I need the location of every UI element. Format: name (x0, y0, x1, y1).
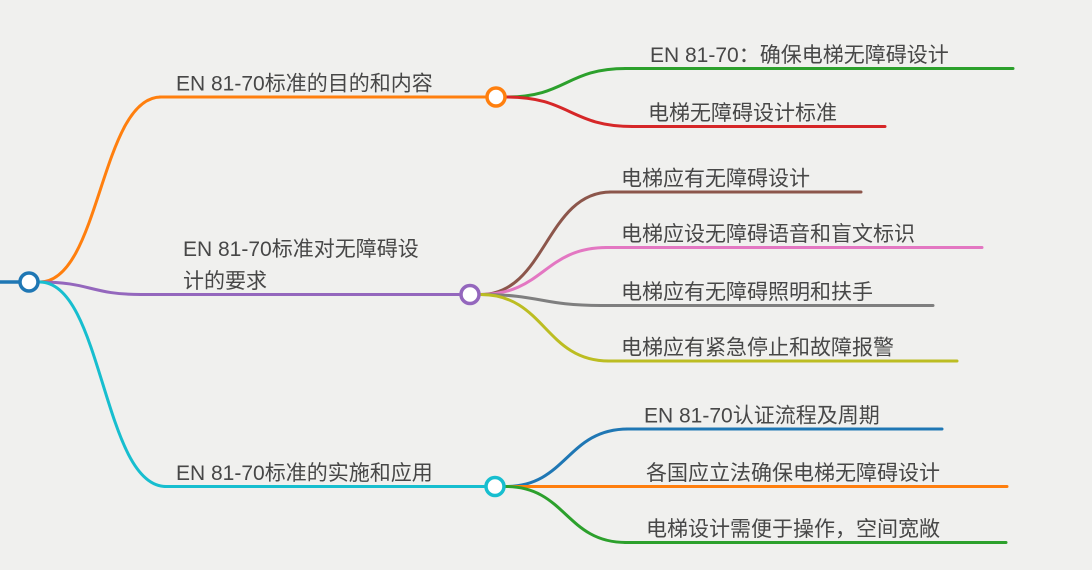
branch-purpose-label: EN 81-70标准的目的和内容 (176, 73, 433, 96)
leaf-ensure-accessible-design-label: EN 81-70：确保电梯无障碍设计 (650, 44, 949, 67)
leaf-voice-braille-signage-label: 电梯应设无障碍语音和盲文标识 (621, 223, 915, 246)
leaf-easy-operation-space-link (504, 485, 628, 544)
leaf-certification-process-link (504, 427, 630, 488)
leaf-lighting-handrail-link (479, 293, 603, 307)
branch-requirements-link (38, 280, 143, 296)
leaf-national-legislation-label: 各国应立法确保电梯无障碍设计 (646, 462, 940, 485)
leaf-accessibility-standard-label: 电梯无障碍设计标准 (648, 102, 837, 125)
branch-implementation-link (38, 280, 168, 488)
branch-purpose-node-circle[interactable] (485, 86, 507, 108)
leaf-emergency-stop-alarm-link (479, 293, 611, 363)
leaf-accessible-design-label: 电梯应有无障碍设计 (621, 168, 810, 191)
branch-requirements-node-circle[interactable] (459, 283, 481, 306)
branch-requirements-label: EN 81-70标准对无障碍设 (183, 238, 419, 261)
branch-implementation-label: EN 81-70标准的实施和应用 (176, 462, 433, 485)
leaf-ensure-accessible-design-link (505, 67, 628, 99)
leaf-accessibility-standard-link (505, 95, 635, 128)
leaf-easy-operation-space-label: 电梯设计需便于操作，空间宽敞 (646, 518, 940, 541)
leaf-emergency-stop-alarm-label: 电梯应有紧急停止和故障报警 (621, 337, 894, 360)
branch-requirements-label: 计的要求 (183, 270, 267, 293)
root-node-circle[interactable] (18, 271, 40, 293)
leaf-voice-braille-signage-link (479, 246, 609, 296)
leaf-certification-process-label: EN 81-70认证流程及周期 (644, 405, 880, 428)
branch-purpose-link (38, 95, 163, 284)
branch-implementation-node-circle[interactable] (484, 475, 506, 498)
leaf-accessible-design-link (479, 190, 613, 296)
leaf-lighting-handrail-label: 电梯应有无障碍照明和扶手 (621, 281, 873, 304)
